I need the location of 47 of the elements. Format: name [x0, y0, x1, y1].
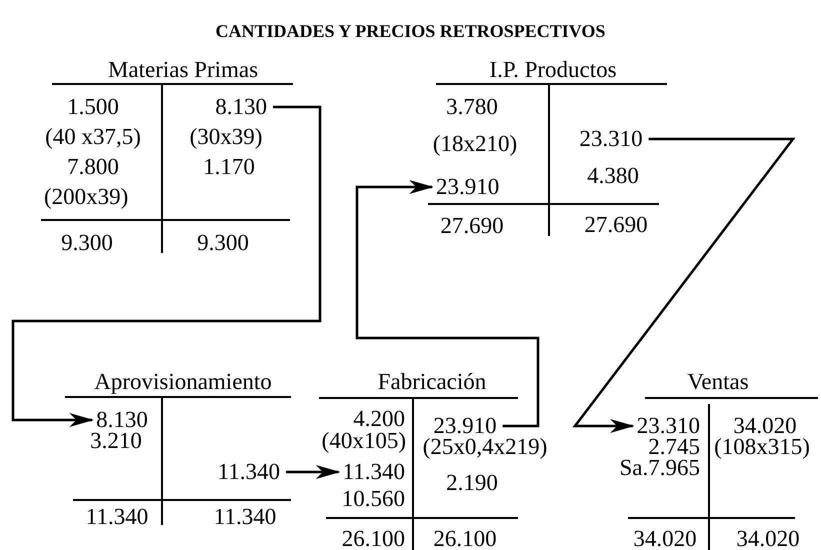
ledger-entry: 26.100 — [342, 528, 405, 550]
ledger-entry: 4.380 — [587, 165, 639, 187]
account-title: Aprovisionamiento — [94, 370, 272, 394]
ledger-entry: 34.020 — [633, 528, 697, 550]
ledger-entry: 27.690 — [440, 215, 504, 237]
ledger-entry: (30x39) — [190, 126, 262, 148]
connector-arrow — [286, 465, 340, 479]
ledger-entry: 10.560 — [342, 488, 405, 510]
ledger-entry: 3.210 — [90, 430, 142, 452]
ledger-entry: 4.200 — [353, 408, 405, 430]
ledger-entry: 34.020 — [733, 415, 797, 437]
diagram-title: CANTIDADES Y PRECIOS RETROSPECTIVOS — [214, 20, 606, 42]
ledger-entry: Sa.7.965 — [620, 457, 700, 479]
ledger-entry: 34.020 — [736, 528, 800, 550]
ledger-entry: 23.310 — [579, 128, 643, 150]
ledger-entry: 2.190 — [446, 472, 498, 494]
connector-arrow — [572, 138, 796, 433]
ledger-entry: 8.130 — [215, 96, 267, 118]
ledger-entry: 9.300 — [61, 232, 113, 254]
ledger-entry: (40 x37,5) — [45, 126, 141, 148]
account-title: Materias Primas — [108, 58, 258, 82]
ledger-entry: 11.340 — [342, 461, 405, 483]
connector-arrow — [12, 106, 322, 427]
ledger-entry: 26.100 — [433, 528, 497, 550]
account-title: Fabricación — [378, 370, 486, 394]
ledger-entry: (108x315) — [714, 436, 810, 458]
account-title: Ventas — [687, 370, 749, 394]
connector-arrow — [356, 180, 540, 428]
ledger-entry: 3.780 — [446, 96, 498, 118]
ledger-entry: 2.745 — [648, 436, 700, 458]
ledger-entry: 27.690 — [584, 214, 648, 236]
ledger-entry: 1.500 — [67, 96, 119, 118]
ledger-entry: 23.310 — [636, 415, 700, 437]
ledger-entry: (18x210) — [432, 133, 518, 155]
ledger-entry: 23.910 — [433, 415, 497, 437]
ledger-entry: 7.800 — [67, 156, 119, 178]
ledger-entry: 23.910 — [436, 176, 500, 198]
ledger-entry: 9.300 — [197, 232, 249, 254]
ledger-entry: (40x105) — [322, 430, 406, 452]
ledger-entry: 11.340 — [214, 506, 276, 528]
ledger-entry: (25x0,4x219) — [422, 436, 548, 458]
account-title: I.P. Productos — [489, 58, 617, 82]
ledger-entry: 8.130 — [96, 409, 148, 431]
ledger-entry: 11.340 — [86, 506, 148, 528]
ledger-entry: (200x39) — [44, 186, 128, 208]
ledger-entry: 1.170 — [203, 156, 255, 178]
ledger-entry: 11.340 — [218, 461, 280, 483]
